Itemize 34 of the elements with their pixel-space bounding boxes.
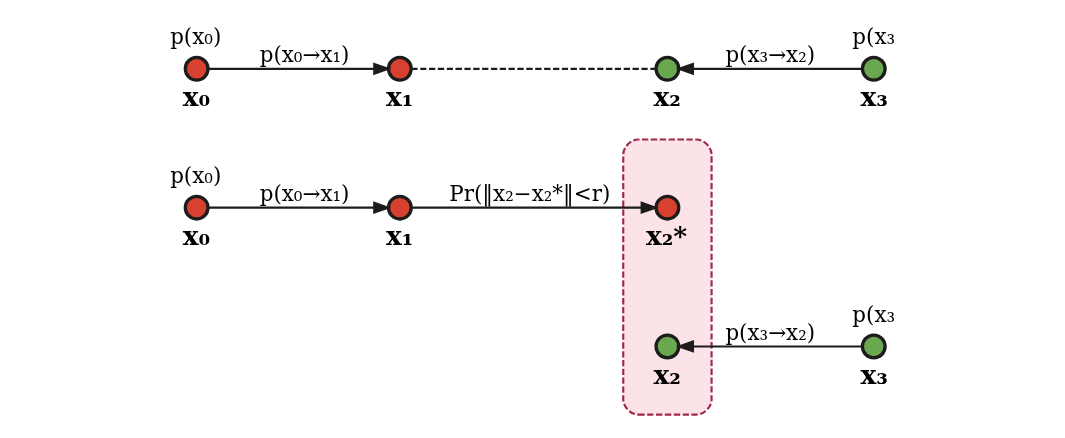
node-label: x₀ — [182, 81, 210, 113]
node-circle — [386, 55, 413, 82]
node-label: p(x₀) — [169, 163, 221, 189]
node-circle — [183, 194, 210, 221]
node-label: x₂* — [645, 220, 687, 252]
connector — [411, 67, 656, 70]
edge-label: p(x₀→x₁) — [259, 180, 349, 206]
node-circle — [183, 55, 210, 82]
node-circle — [653, 194, 680, 221]
node-circle — [386, 194, 413, 221]
node-label: p(x₃ — [851, 24, 895, 50]
node-label: p(x₃ — [851, 301, 895, 327]
edge-label: p(x₃→x₂) — [724, 41, 815, 67]
node-circle — [653, 333, 680, 360]
node-circle — [860, 333, 887, 360]
node-circle — [653, 55, 680, 82]
node-label: x₂ — [653, 359, 681, 391]
edge-label: p(x₀→x₁) — [259, 41, 349, 67]
node-label: x₃ — [860, 81, 888, 113]
arrow — [207, 201, 391, 214]
node-label: x₀ — [182, 220, 210, 252]
node-label: x₃ — [860, 359, 888, 391]
edge-label: p(x₃→x₂) — [724, 319, 815, 345]
node-label: p(x₀) — [169, 24, 221, 50]
arrow — [207, 62, 391, 76]
node-label: x₁ — [385, 220, 413, 252]
edge-label: Pr(‖x₂−x₂*‖<r) — [448, 180, 610, 206]
node-label: x₁ — [385, 81, 413, 113]
arrow — [675, 340, 862, 353]
arrow — [675, 62, 862, 76]
arrow — [411, 201, 659, 214]
node-circle — [860, 55, 887, 82]
node-label: x₂ — [653, 81, 681, 113]
cluster — [621, 138, 713, 416]
